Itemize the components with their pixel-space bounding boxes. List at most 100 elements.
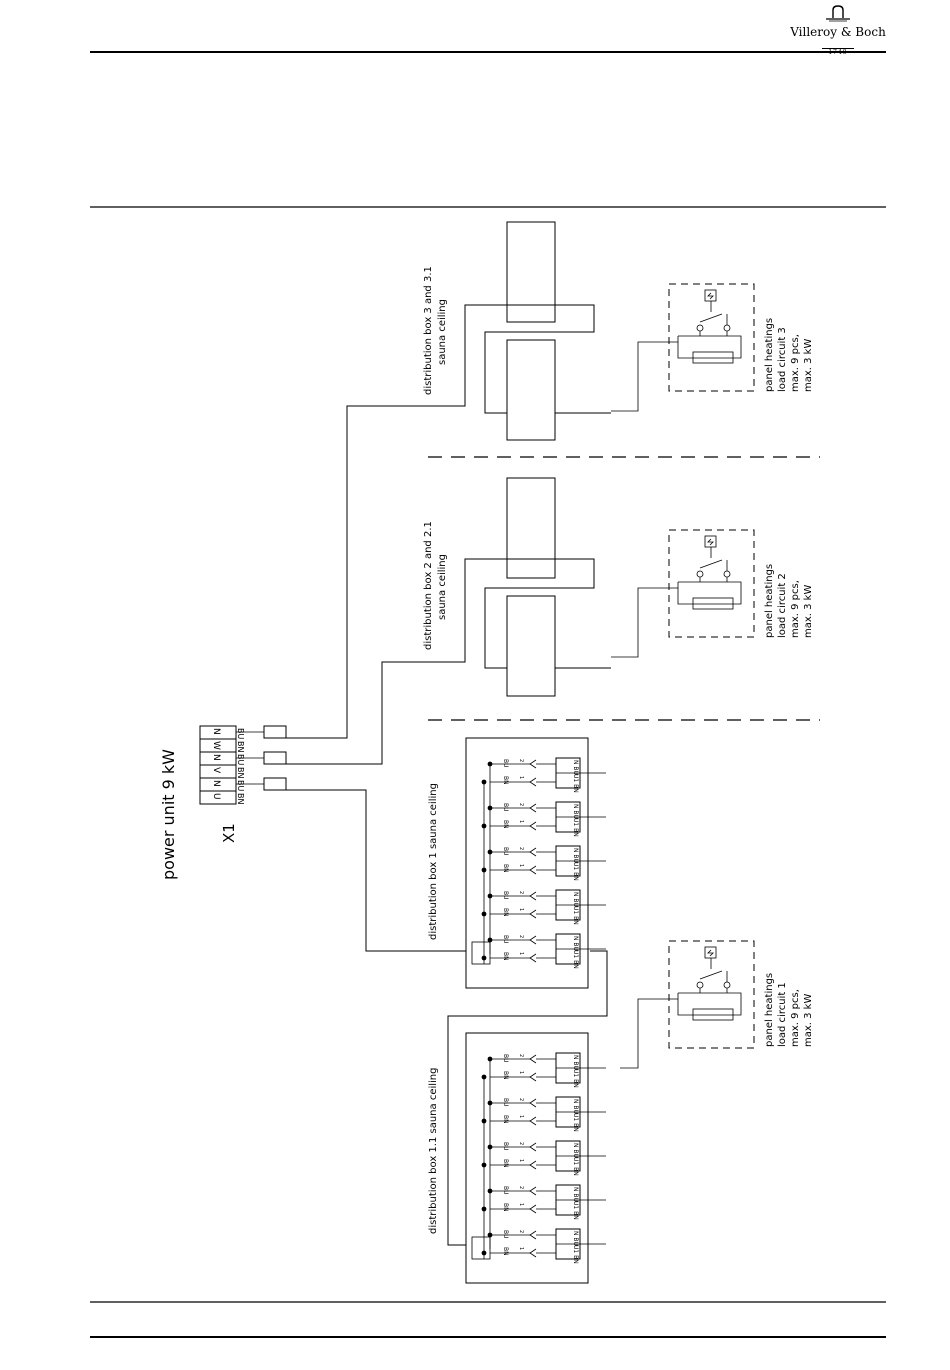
feeder-wire-box2 — [286, 558, 595, 765]
plug-chevron — [529, 1098, 537, 1108]
feeder-wire-box3 — [286, 304, 595, 739]
panel-heating-3-line3: max. 9 pcs, — [790, 334, 801, 392]
plug-number: 1 — [518, 1203, 524, 1206]
terminal-label: U1 BN — [572, 1113, 579, 1132]
plug-chevron — [529, 1248, 537, 1258]
panel-heating-label-3: panel heatings load circuit 3 max. 9 pcs… — [764, 318, 814, 392]
terminal-label: U1 BN — [572, 1069, 579, 1088]
plug-number: 2 — [518, 935, 524, 938]
plug-chevron — [529, 1230, 537, 1240]
panel-heating-3-line2: load circuit 3 — [777, 327, 788, 392]
supply-wire — [611, 341, 678, 412]
contact-terminal — [696, 324, 704, 332]
terminal-label: N BU — [572, 1143, 579, 1158]
plug-chevron — [529, 1072, 537, 1082]
plug-chevron — [529, 759, 537, 769]
plug-number: 1 — [518, 1247, 524, 1250]
terminal-label: U1 BN — [572, 862, 579, 881]
wire-label: BU — [502, 1142, 509, 1151]
panel-heating-2-line4: max. 3 kW — [803, 585, 814, 638]
wire-color-label: BN — [236, 793, 245, 804]
terminal-label: U1 BN — [572, 774, 579, 793]
supply-wire — [620, 998, 678, 1069]
terminal-label: N BU — [572, 1187, 579, 1202]
heating-element-icon — [692, 351, 734, 364]
plug-chevron — [529, 935, 537, 945]
terminal-label: N — [211, 754, 221, 761]
plug-number: 1 — [518, 1115, 524, 1118]
panel-heating-2 — [611, 529, 755, 658]
distribution-box-3 — [506, 221, 556, 323]
plug-number: 2 — [518, 847, 524, 850]
heater-outline — [668, 283, 755, 392]
wire-label: BU — [502, 1230, 509, 1239]
heater-outline — [668, 940, 755, 1049]
plug-number: 2 — [518, 759, 524, 762]
panel-heating-3-line1: panel heatings — [764, 318, 775, 392]
panel-heating-1-line2: load circuit 1 — [777, 982, 788, 1047]
wire-label: BN — [502, 908, 509, 917]
wire-label: BU — [502, 847, 509, 856]
terminal-label: N BU — [572, 1231, 579, 1246]
feed-entry — [471, 1236, 491, 1260]
plug-chevron — [529, 953, 537, 963]
contact-terminal — [723, 324, 731, 332]
wire-color-label: BU — [236, 728, 245, 739]
terminal-label: N BU — [572, 936, 579, 951]
plug-number: 1 — [518, 1159, 524, 1162]
heater-loop — [677, 335, 742, 359]
distribution-box-3-1 — [506, 339, 556, 441]
terminal-label: N — [211, 728, 221, 735]
panel-heating-label-1: panel heatings load circuit 1 max. 9 pcs… — [764, 973, 814, 1047]
box3-label-line2: sauna ceiling — [437, 299, 448, 365]
panel-heating-label-2: panel heatings load circuit 2 max. 9 pcs… — [764, 564, 814, 638]
plug-number: 1 — [518, 864, 524, 867]
plug-chevron — [529, 821, 537, 831]
plug-chevron — [529, 777, 537, 787]
contact-terminal — [723, 981, 731, 989]
plug-chevron — [529, 891, 537, 901]
terminal-label: U1 BN — [572, 1201, 579, 1220]
wire-color-label: BN — [236, 767, 245, 778]
plug-chevron — [529, 1204, 537, 1214]
wire-label: BU — [502, 1098, 509, 1107]
panel-heating-2-line2: load circuit 2 — [777, 573, 788, 638]
power-unit-title: power unit 9 kW — [159, 749, 178, 880]
feeder-wire-box1 — [286, 789, 466, 952]
thermal-fuse-icon — [704, 946, 717, 959]
plug-number: 2 — [518, 1230, 524, 1233]
terminal-label: U1 BN — [572, 818, 579, 837]
terminal-label: U — [211, 793, 221, 800]
plug-number: 2 — [518, 891, 524, 894]
plug-chevron — [529, 865, 537, 875]
box2-label-line1: distribution box 2 and 2.1 — [423, 521, 434, 650]
wire-color-label: BU — [236, 780, 245, 791]
plug-chevron — [529, 1116, 537, 1126]
wire-label: BU — [502, 1054, 509, 1063]
plug-chevron — [529, 847, 537, 857]
box-outline — [465, 1032, 589, 1284]
contact-terminal — [723, 570, 731, 578]
plug-number: 1 — [518, 1071, 524, 1074]
terminal-label: V — [211, 767, 221, 774]
terminal-label: N BU — [572, 892, 579, 907]
wire-label: BU — [502, 1186, 509, 1195]
heating-element-icon — [692, 1008, 734, 1021]
heater-outline — [668, 529, 755, 638]
terminal-label: N BU — [572, 804, 579, 819]
plug-chevron — [529, 1186, 537, 1196]
feed-entry — [471, 941, 491, 965]
wire-label: BN — [502, 1159, 509, 1168]
heater-loop — [677, 992, 742, 1016]
terminal-label: N BU — [572, 760, 579, 775]
thermal-fuse-icon — [704, 289, 717, 302]
box2-label-line2: sauna ceiling — [437, 554, 448, 620]
panel-heating-2-line1: panel heatings — [764, 564, 775, 638]
wire-label: BU — [502, 759, 509, 768]
box-outline — [465, 737, 589, 989]
output-stubs — [555, 412, 611, 669]
terminal-label: U1 BN — [572, 950, 579, 969]
